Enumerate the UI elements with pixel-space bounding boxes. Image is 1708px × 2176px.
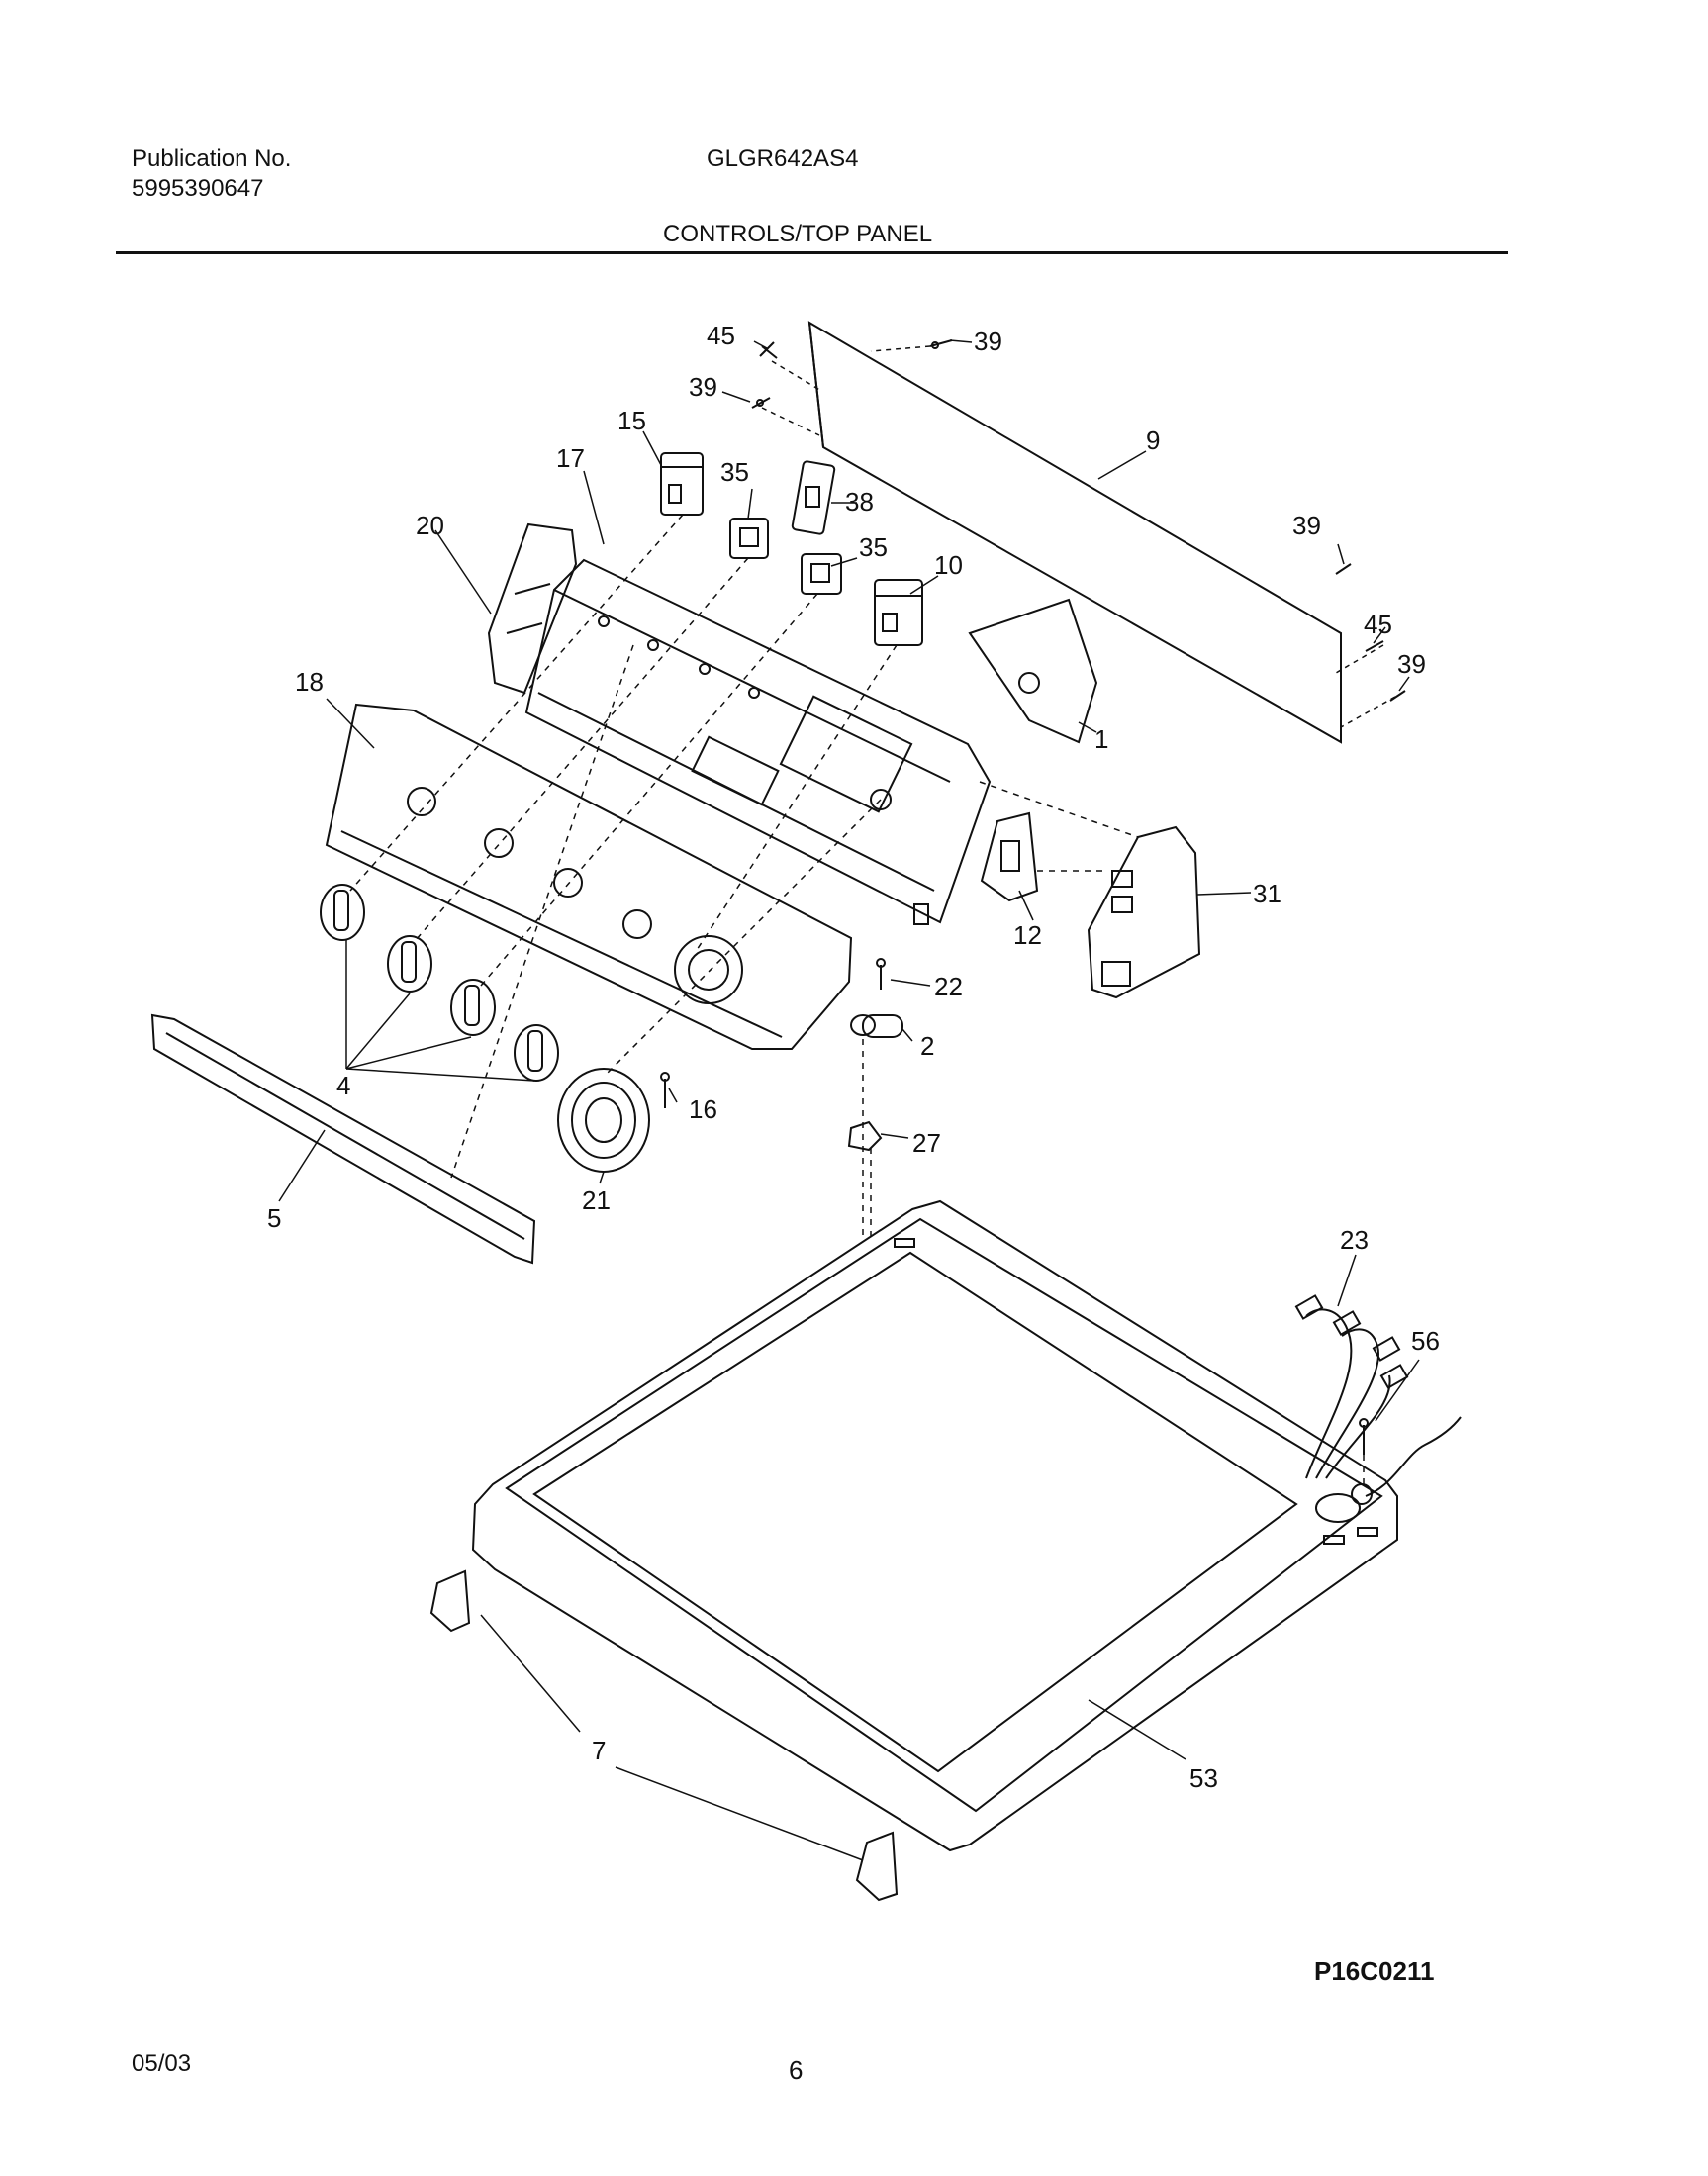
publication-label: Publication No. <box>132 145 292 172</box>
date-code: 05/03 <box>132 2050 192 2077</box>
control-panel-part <box>325 703 853 1050</box>
callout-leaders <box>278 339 1420 1861</box>
callout-7: 7 <box>592 1736 606 1765</box>
control-console-part <box>524 558 992 925</box>
left-endcap-part <box>487 522 578 695</box>
callout-22: 22 <box>934 972 963 1001</box>
callout-45: 45 <box>1364 610 1392 639</box>
callout-2: 2 <box>920 1031 934 1061</box>
bracket-part-1 <box>968 598 1098 744</box>
trim-strip-part <box>150 1013 536 1265</box>
publication-number: 5995390647 <box>132 175 264 202</box>
ground-wire-part <box>1351 1416 1462 1505</box>
switch-part-15 <box>660 452 704 516</box>
switch-part-38 <box>791 460 836 535</box>
leader-dashes-top <box>761 345 1396 728</box>
header-rule <box>116 251 1508 254</box>
callout-18: 18 <box>295 667 324 697</box>
bracket-part-12 <box>980 811 1039 902</box>
section-title: CONTROLS/TOP PANEL <box>663 221 933 247</box>
callout-9: 9 <box>1146 426 1160 455</box>
switch-part-10 <box>874 579 923 646</box>
foot-part <box>429 1569 899 1902</box>
callout-39: 39 <box>1397 649 1426 679</box>
callout-31: 31 <box>1253 879 1281 908</box>
alignment-dashes <box>349 514 1365 1484</box>
right-endcap-part <box>1087 825 1201 999</box>
drawing-code: P16C0211 <box>1314 1956 1435 1986</box>
callout-39: 39 <box>689 372 717 402</box>
switch-part-35b <box>801 553 842 595</box>
callout-35: 35 <box>859 532 888 562</box>
callout-12: 12 <box>1013 920 1042 950</box>
callout-4: 4 <box>336 1071 350 1100</box>
callout-27: 27 <box>912 1128 941 1158</box>
top-panel-part <box>471 1199 1398 1852</box>
callout-labels: 45 39 39 9 15 35 38 17 20 35 10 39 45 39… <box>267 321 1440 1793</box>
callout-23: 23 <box>1340 1225 1369 1255</box>
callout-56: 56 <box>1411 1326 1440 1356</box>
callout-38: 38 <box>845 487 874 517</box>
callout-20: 20 <box>416 511 444 540</box>
callout-45: 45 <box>707 321 735 350</box>
rear-panel-part <box>807 321 1342 744</box>
timer-knob-part <box>557 1068 650 1173</box>
screw-part <box>751 339 1406 702</box>
small-parts <box>660 958 903 1152</box>
switch-part-35 <box>729 518 769 559</box>
callout-17: 17 <box>556 443 585 473</box>
callout-15: 15 <box>617 406 646 435</box>
callout-10: 10 <box>934 550 963 580</box>
callout-21: 21 <box>582 1185 611 1215</box>
callout-16: 16 <box>689 1094 717 1124</box>
callout-35: 35 <box>720 457 749 487</box>
model-number: GLGR642AS4 <box>707 145 859 172</box>
callout-39: 39 <box>974 327 1002 356</box>
callout-53: 53 <box>1189 1763 1218 1793</box>
callout-1: 1 <box>1094 724 1108 754</box>
wiring-harness-part <box>1294 1294 1409 1479</box>
knob-part <box>320 884 559 1082</box>
page-number: 6 <box>789 2055 804 2085</box>
callout-39: 39 <box>1292 511 1321 540</box>
callout-5: 5 <box>267 1203 281 1233</box>
